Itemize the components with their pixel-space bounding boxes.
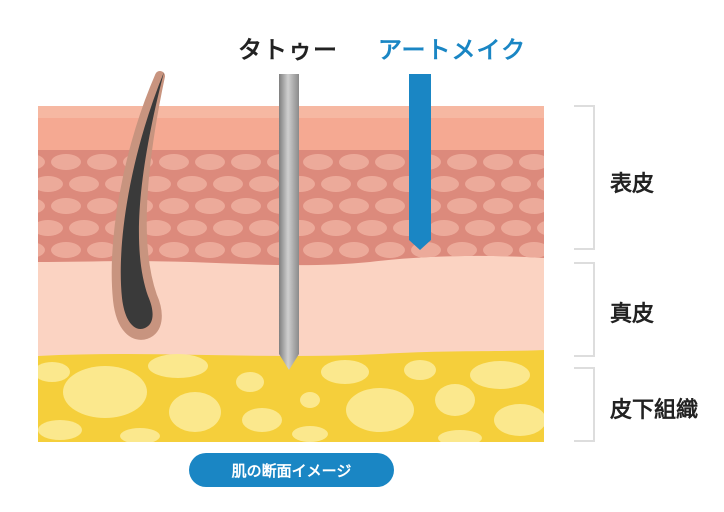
epidermis-cell <box>51 242 81 258</box>
epidermis-cell <box>159 198 189 214</box>
epidermis-cell <box>141 220 171 236</box>
epidermis-cell <box>51 154 81 170</box>
epidermis-cell <box>501 220 531 236</box>
epidermis-cell <box>519 242 544 258</box>
epidermis-cell <box>339 198 369 214</box>
epidermis-cell <box>483 198 513 214</box>
tattoo-needle-icon <box>279 74 299 370</box>
epidermis-cell <box>429 176 459 192</box>
epidermis-cell <box>38 176 63 192</box>
epidermis-cell <box>447 154 477 170</box>
epidermis-cell <box>465 220 495 236</box>
epidermis-cell <box>249 176 279 192</box>
epidermis-cell <box>303 198 333 214</box>
epidermis-cell <box>501 176 531 192</box>
epidermis-cell <box>177 176 207 192</box>
epidermis-cell <box>375 154 405 170</box>
epidermis-cell <box>213 176 243 192</box>
layer-brackets <box>574 105 595 442</box>
epidermis-cell <box>321 220 351 236</box>
subcutaneous-label: 皮下組織 <box>610 398 699 423</box>
epidermis-cell <box>38 220 63 236</box>
epidermis-cell <box>339 154 369 170</box>
epidermis-cell <box>51 198 81 214</box>
epidermis-cell <box>357 220 387 236</box>
epidermis-cell <box>159 242 189 258</box>
bracket-subcutaneous <box>574 367 595 442</box>
epidermis-cell <box>231 154 261 170</box>
epidermis-cell <box>375 198 405 214</box>
epidermis-cell <box>195 242 225 258</box>
epidermis-cell <box>537 220 544 236</box>
epidermis-cell <box>195 198 225 214</box>
epidermis-cell <box>321 176 351 192</box>
epidermis-cell <box>231 198 261 214</box>
diagram-caption-badge: 肌の断面イメージ <box>189 453 394 487</box>
epidermis-cell <box>87 242 117 258</box>
epidermis-label: 表皮 <box>610 172 655 197</box>
epidermis-cell <box>519 198 544 214</box>
fat-blobs <box>38 354 544 442</box>
epidermis-cell <box>159 154 189 170</box>
epidermis-cell <box>303 154 333 170</box>
epidermis-cell <box>537 176 544 192</box>
epidermis-cell <box>38 242 45 258</box>
epidermis-cell <box>303 242 333 258</box>
dermis-label: 真皮 <box>610 302 655 327</box>
epidermis-cell <box>249 220 279 236</box>
epidermis-cell <box>38 154 45 170</box>
epidermis-cell <box>231 242 261 258</box>
epidermis-cell <box>465 176 495 192</box>
epidermis-cell <box>87 154 117 170</box>
epidermis-cell <box>357 176 387 192</box>
bracket-epidermis <box>574 105 595 250</box>
epidermis-cell <box>375 242 405 258</box>
epidermis-cell <box>429 220 459 236</box>
epidermis-cell <box>177 220 207 236</box>
epidermis-cell <box>519 154 544 170</box>
epidermis-cell <box>483 242 513 258</box>
epidermis-cell <box>483 154 513 170</box>
epidermis-cell <box>447 198 477 214</box>
epidermis-cell <box>447 242 477 258</box>
epidermis-cell <box>195 154 225 170</box>
art-make-needle-icon <box>409 74 431 250</box>
art-make-label: アートメイク <box>378 36 527 64</box>
epidermis-cell <box>69 220 99 236</box>
bracket-dermis <box>574 262 595 357</box>
hair-strand-icon <box>111 71 165 340</box>
epidermis-cell <box>38 198 45 214</box>
epidermis-cell <box>87 198 117 214</box>
tattoo-label: タトゥー <box>238 36 338 64</box>
epidermis-cell <box>213 220 243 236</box>
epidermis-cell <box>339 242 369 258</box>
epidermis-cell <box>69 176 99 192</box>
